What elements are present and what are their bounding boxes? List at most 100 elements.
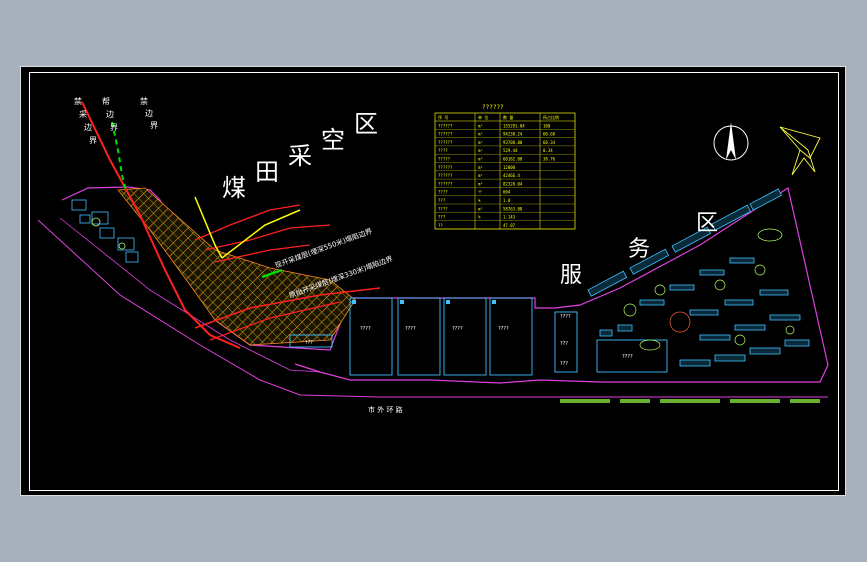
red-boundary-line-2 [194,204,301,241]
table-cell: 529.44 [503,148,518,153]
table-header-cell: 所占比例 [543,114,559,120]
block-a-label: ???? [360,326,371,332]
table-cell: ?? [438,223,443,228]
service_area-char: 服 [560,263,582,288]
table-cell: m² [478,148,483,153]
table-cell: 47.07 [503,223,516,228]
yellow-line-2 [221,209,301,259]
table-cell: ???? [438,206,448,211]
ring-road-label: 市 外 环 路 [368,405,403,414]
table-cell: 604 [503,190,511,195]
table-cell: ????? [438,157,451,162]
red-boundary-line-3 [204,224,331,251]
north-arrow-icon [713,122,749,161]
block-e-label: ???? [560,314,571,320]
table-cell: m² [478,132,483,137]
coal_area-char: 田 [255,158,279,186]
boundary_right-char: 禁 [140,97,148,106]
table-cell: ???? [438,148,448,153]
roadside-trees [560,399,820,403]
table-cell: 58763.08 [503,206,523,211]
table-cell: m² [478,123,483,128]
block-d-label: ???? [498,326,509,332]
red-boundary-line-5 [194,287,381,329]
ring-road-line-2 [59,217,321,373]
drawing-inner-border [29,72,839,491]
drawing-frame [20,66,846,496]
block-f-label: ???? [622,354,633,360]
small-label-1: ??? [560,341,568,347]
red-boundary-line-6 [209,301,341,341]
table-cell: % [478,198,481,203]
service_area-char: 区 [696,211,718,236]
table-cell: m² [478,181,483,186]
table-cell: 60182.00 [503,157,523,162]
table-cell: m² [478,173,483,178]
table-cell: 42466.4 [503,173,520,178]
green-solid-line [261,268,283,279]
table-cell: ?????? [438,132,453,137]
table-cell: 100 [543,123,551,128]
table-cell: m² [478,206,483,211]
table-header-cell: 单 位 [478,114,488,120]
table-cell: 155291.04 [503,123,525,128]
block-b-label: ???? [405,326,416,332]
block-g-label: ??? [305,340,313,346]
table-cell: ?????? [438,123,453,128]
table-cell: ?????? [438,140,453,145]
red-boundary-line-4 [214,244,311,263]
data-table: ?????? 序 号 单 位 数 量 所占比例 ?????? m² 155291.04 10… [434,104,576,230]
boundary-label-right: 禁边界 [140,97,158,130]
table-cell: 93708.80 [503,140,523,145]
table-cell: ?????? [438,181,453,186]
boundary_left-char: 禁 [74,97,82,106]
service-residential-cluster [587,188,810,367]
table-cell: m² [478,165,483,170]
red-boundary-line-main [81,101,241,349]
green-dash-line [111,121,127,191]
left-building-cluster [71,199,139,263]
table-cell: ?????? [438,165,453,170]
collapse-zone-hatch [117,187,356,346]
coal_area-char: 煤 [222,174,246,202]
wind-rose-icon [779,126,821,176]
ring-road-line [37,219,828,398]
table-cell: 12000 [503,165,516,170]
table-cell: 60.68 [543,132,556,137]
table-cell: 1.8 [503,198,511,203]
boundary-label-mid: 帮边界 [102,96,118,132]
boundary_left-char: 采 [79,109,87,119]
boundary_right-char: 界 [150,121,158,130]
service_area-char: 务 [628,237,650,262]
boundary_mid-char: 界 [110,123,118,132]
central-blocks [289,297,668,376]
table-cell: 1.143 [503,215,516,220]
table-cell: 38.76 [543,157,556,162]
table-cell: ??? [438,215,446,220]
central-block-markers [352,300,496,304]
table-header-cell: 数 量 [503,114,513,120]
coal_area-char: 采 [288,142,312,170]
table-cell: 82328.04 [503,181,523,186]
block-c-label: ???? [452,326,463,332]
yellow-line-1 [194,196,223,259]
coal_area-char: 空 [321,126,345,154]
table-cell: 个 [478,190,482,195]
table-cell: 0.34 [543,148,553,153]
table-title: ?????? [482,104,504,111]
table-cell: m² [478,157,483,162]
table-cell: m² [478,140,483,145]
service-green-space [623,228,795,351]
table-cell: % [478,215,481,220]
boundary_mid-char: 帮 [102,96,110,106]
table-cell: ???? [438,190,448,195]
table-cell: ??? [438,198,446,203]
table-cell: ?????? [438,173,453,178]
boundary_left-char: 边 [84,122,92,132]
table-header-cell: 序 号 [438,114,448,120]
boundary_left-char: 界 [89,136,97,145]
small-label-2: ??? [560,361,568,367]
